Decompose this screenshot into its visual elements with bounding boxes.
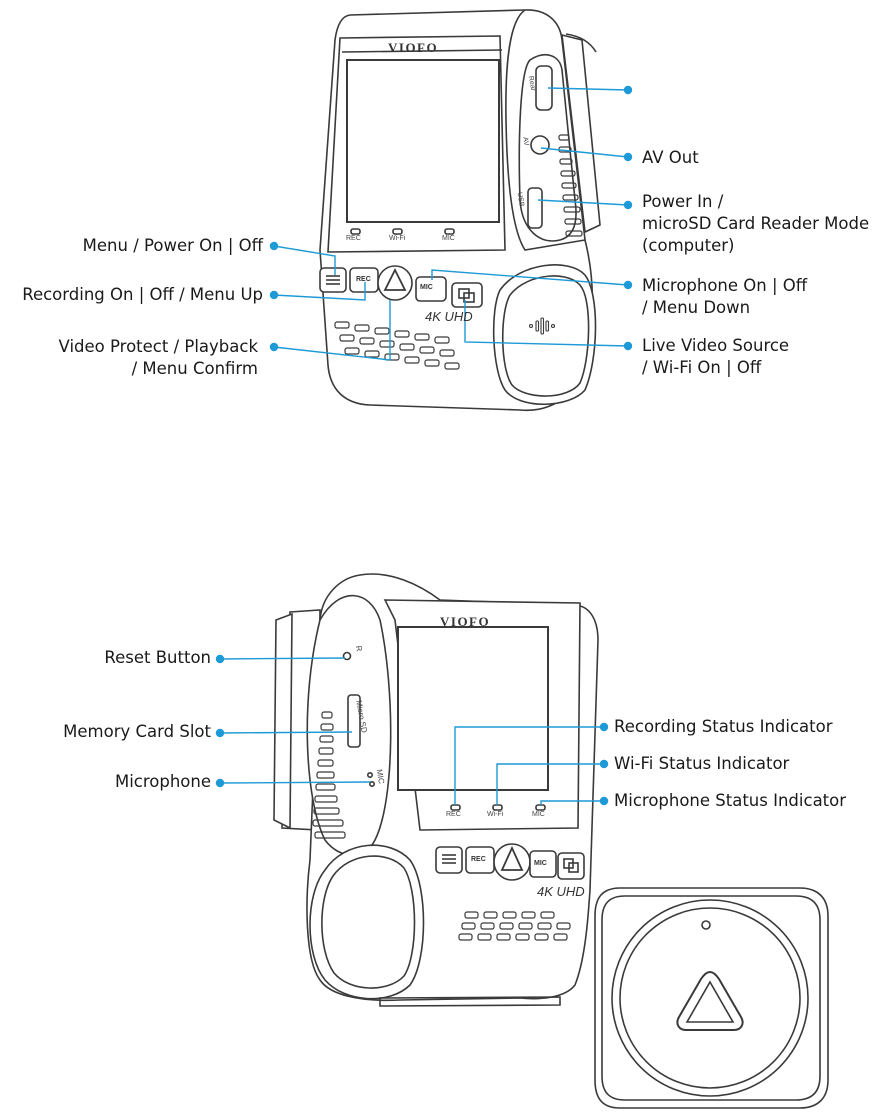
label-reset-button: Reset Button — [104, 648, 211, 667]
indicator-rec-top: REC — [346, 235, 361, 242]
mic-button-label-top: MIC — [420, 284, 433, 291]
mic-button-label-bottom: MIC — [534, 860, 547, 867]
leader-lines-top — [269, 85, 633, 361]
label-av-out: AV Out — [642, 148, 699, 167]
rec-button-label-bottom: REC — [471, 856, 486, 863]
remote-button — [594, 887, 829, 1109]
indicator-wifi-bottom: Wi-Fi — [487, 811, 504, 818]
label-live-video: Live Video Source — [642, 336, 790, 355]
label-mic-status: Microphone Status Indicator — [614, 791, 847, 810]
label-recording: Recording On | Off / Menu Up — [22, 285, 263, 304]
port-av-label: AV — [521, 136, 530, 147]
indicator-wifi-top: Wi-Fi — [389, 235, 406, 242]
label-wifi-onoff: / Wi-Fi On | Off — [642, 358, 762, 377]
label-video-protect: Video Protect / Playback — [58, 337, 258, 356]
brand-logo-top: VIOFO — [388, 40, 439, 55]
label-recording-status: Recording Status Indicator — [614, 717, 833, 736]
label-memory-card-slot: Memory Card Slot — [63, 722, 211, 741]
label-wifi-status: Wi-Fi Status Indicator — [614, 754, 790, 773]
leader-lines-bottom — [215, 654, 609, 806]
label-microphone-onoff: Microphone On | Off — [642, 276, 808, 295]
bottom-camera — [273, 573, 599, 1007]
label-microphone: Microphone — [114, 772, 211, 791]
indicator-mic-bottom: MIC — [532, 811, 545, 818]
brand-logo-bottom: VIOFO — [440, 614, 491, 629]
label-menu-power: Menu / Power On | Off — [82, 236, 263, 255]
label-menu-down: / Menu Down — [642, 298, 751, 317]
label-menu-confirm: / Menu Confirm — [131, 359, 258, 378]
badge-4k-top: 4K UHD — [425, 309, 473, 324]
indicator-mic-top: MIC — [442, 235, 455, 242]
reset-side-label: R — [353, 644, 364, 653]
badge-4k-bottom: 4K UHD — [537, 884, 585, 899]
label-power-in: Power In / — [642, 192, 724, 211]
rec-button-label-top: REC — [356, 276, 371, 283]
label-computer: (computer) — [642, 236, 735, 255]
top-camera — [319, 9, 601, 412]
indicator-rec-bottom: REC — [446, 811, 461, 818]
label-card-reader: microSD Card Reader Mode — [642, 214, 870, 233]
